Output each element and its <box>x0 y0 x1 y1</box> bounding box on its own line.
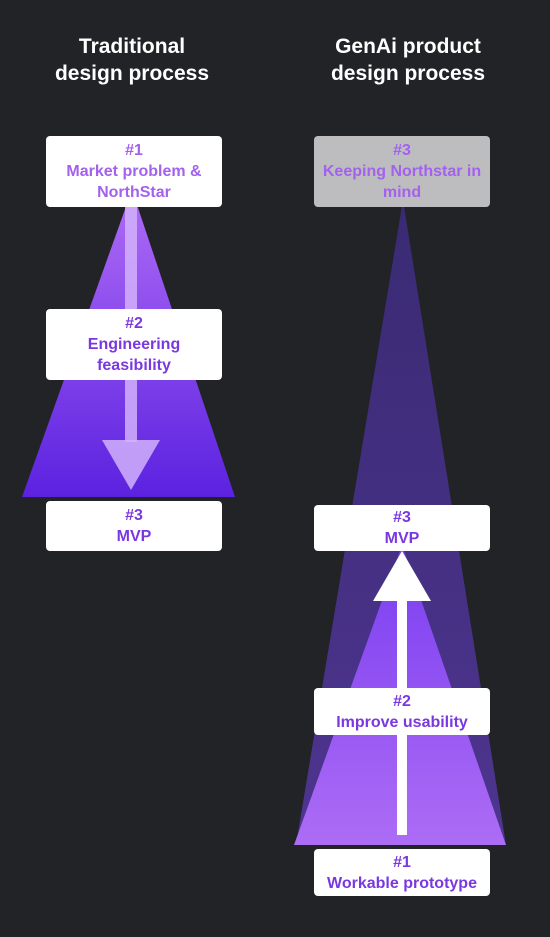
step-number: #3 <box>125 507 143 524</box>
step-label: Improve usability <box>336 713 468 731</box>
step-number: #2 <box>125 315 143 332</box>
genai-northstar-box: #3 Keeping Northstar in mind <box>314 136 490 207</box>
step-number: #3 <box>393 509 411 526</box>
step-label: Keeping Northstar in mind <box>322 163 482 201</box>
genai-arrow-head <box>373 551 431 601</box>
genai-heading: GenAi product design process <box>330 35 486 85</box>
step-number: #3 <box>393 142 411 159</box>
genai-prototype-box: #1 Workable prototype <box>314 849 490 896</box>
step-label: MVP <box>384 530 420 547</box>
traditional-step-1-box: #1 Market problem & NorthStar <box>46 136 222 207</box>
step-label: Workable prototype <box>327 874 477 892</box>
step-number: #1 <box>125 142 143 159</box>
traditional-step-2-box: #2 Engineering feasibility <box>46 309 222 380</box>
traditional-step-3-box: #3 MVP <box>46 501 222 551</box>
genai-usability-box: #2 Improve usability <box>314 688 490 735</box>
step-number: #2 <box>393 692 411 710</box>
traditional-arrow-head <box>102 440 160 490</box>
step-label: Engineering feasibility <box>87 336 181 374</box>
step-label: Market problem & NorthStar <box>66 163 202 201</box>
step-label: MVP <box>116 528 152 545</box>
step-number: #1 <box>393 853 411 871</box>
traditional-heading: Traditional design process <box>54 35 210 85</box>
genai-mvp-box: #3 MVP <box>314 505 490 551</box>
